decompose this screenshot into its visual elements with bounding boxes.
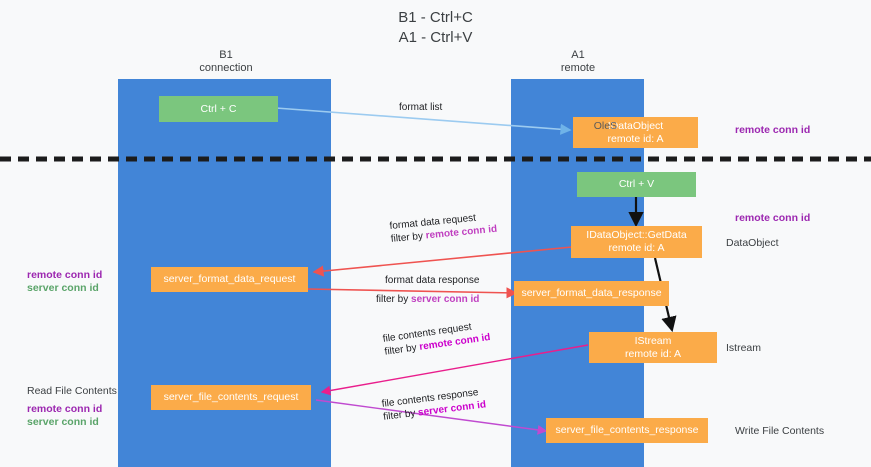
annotation-left-server-conn: server conn id bbox=[27, 282, 99, 294]
node-idataobject-set-sub: remote id: A bbox=[607, 132, 664, 145]
node-server-file-contents-request[interactable]: server_file_contents_request bbox=[151, 385, 311, 410]
edge-label-format-list-text: format list bbox=[399, 102, 443, 113]
node-ctrl-v-label: Ctrl + V bbox=[618, 178, 655, 190]
edge-label-format-data-response-filter: filter by server conn id bbox=[376, 294, 480, 305]
node-idataobject-set-label: OleS IDataObject bbox=[594, 119, 664, 133]
annotation-right-dataobject: DataObject bbox=[726, 237, 779, 249]
annotation-left-remote-conn: remote conn id bbox=[27, 269, 103, 281]
node-server-format-data-request-label: server_format_data_request bbox=[163, 273, 296, 285]
annotation-left-server-conn-2: server conn id bbox=[27, 416, 99, 428]
filter-key-server-conn-id: server conn id bbox=[411, 294, 480, 305]
column-header-a1-name: A1 bbox=[571, 49, 585, 61]
column-header-b1-name: B1 bbox=[219, 49, 233, 61]
column-header-a1-role: remote bbox=[560, 62, 596, 74]
node-idataobject-getdata-label: IDataObject::GetData bbox=[586, 229, 687, 241]
node-idataobject-getdata[interactable]: IDataObject::GetData remote id: A bbox=[571, 226, 702, 258]
node-ctrl-v[interactable]: Ctrl + V bbox=[577, 172, 696, 197]
annotation-right-write-file: Write File Contents bbox=[735, 425, 825, 437]
title-line-1: B1 - Ctrl+C bbox=[398, 9, 473, 26]
node-server-format-data-response-label: server_format_data_response bbox=[521, 287, 662, 299]
node-ctrl-c-label: Ctrl + C bbox=[200, 102, 237, 115]
annotation-left-read-file: Read File Contents bbox=[27, 385, 117, 397]
node-idataobject-set-overlay: OleS bbox=[593, 119, 618, 132]
node-idataobject-set[interactable]: OleS IDataObject remote id: A bbox=[573, 117, 698, 148]
annotation-right-top-conn: remote conn id bbox=[735, 124, 811, 136]
edge-label-format-list: format list bbox=[399, 101, 442, 114]
node-server-file-contents-request-label: server_file_contents_request bbox=[163, 391, 299, 403]
node-server-file-contents-response-label: server_file_contents_response bbox=[555, 424, 699, 436]
node-istream-sub: remote id: A bbox=[624, 347, 682, 360]
edge-label-format-data-response-main: format data response bbox=[385, 275, 480, 286]
node-istream[interactable]: IStream remote id: A bbox=[589, 332, 717, 363]
edge-label-file-contents-request: file contents request filter by remote c… bbox=[382, 318, 491, 359]
column-header-b1-role: connection bbox=[199, 62, 253, 74]
annotation-right-istream: Istream bbox=[726, 342, 762, 354]
node-ctrl-c[interactable]: Ctrl + C bbox=[159, 96, 278, 122]
column-header-b1: B1 connection bbox=[146, 49, 306, 75]
page-title: B1 - Ctrl+C A1 - Ctrl+V bbox=[0, 8, 871, 48]
node-idataobject-set-name: IDataObject bbox=[607, 119, 664, 132]
edge-label-format-data-request: format data request filter by remote con… bbox=[389, 210, 498, 246]
node-idataobject-getdata-sub: remote id: A bbox=[608, 242, 665, 254]
column-header-a1: A1 remote bbox=[498, 49, 658, 75]
node-server-format-data-response[interactable]: server_format_data_response bbox=[514, 281, 669, 306]
annotation-right-getdata-conn: remote conn id bbox=[735, 212, 811, 224]
node-server-format-data-request[interactable]: server_format_data_request bbox=[151, 267, 308, 292]
edge-label-format-data-response: format data response filter by server co… bbox=[376, 274, 480, 306]
node-istream-label: IStream bbox=[634, 334, 672, 347]
node-server-file-contents-response[interactable]: server_file_contents_response bbox=[546, 418, 708, 443]
edge-label-file-contents-response: file contents response filter by server … bbox=[381, 385, 487, 423]
title-line-2: A1 - Ctrl+V bbox=[398, 29, 473, 46]
annotation-left-remote-conn-2: remote conn id bbox=[27, 403, 103, 415]
